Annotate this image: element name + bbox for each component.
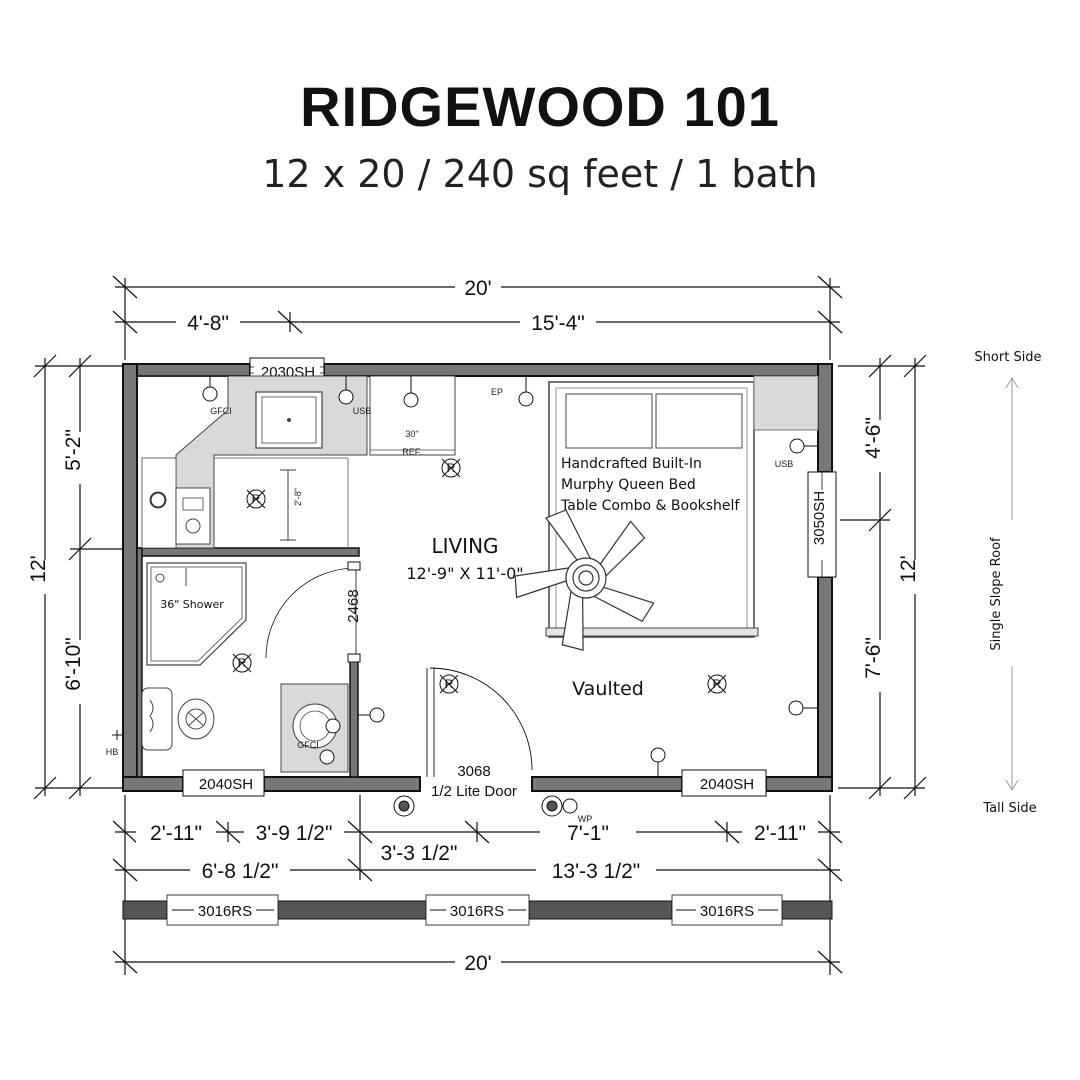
hb-label: HB [106,747,119,757]
dim-bottom-7: 13'-3 1/2" [552,860,641,883]
roof-tall-side: Tall Side [982,801,1036,816]
recessed-light-icon [441,458,461,478]
exterior-light-icon [541,795,563,817]
living-room-size: 12'-9" X 11'-0" [406,564,523,583]
roof-short-side: Short Side [974,350,1041,365]
outlet-icon [358,707,385,723]
dim-bottom-5: 2'-11" [754,822,806,845]
dim-top-right: 15'-4" [531,312,585,335]
pillow-left [565,393,653,449]
recessed-lights [232,458,727,694]
rear-window-1-label: 3016RS [198,903,252,920]
exterior-walls [122,363,833,792]
dim-left-top: 5'-2" [62,429,85,471]
dim-top-total: 20' [464,277,491,300]
dim-right-bottom: 7'-6" [862,637,885,679]
vaulted-label: Vaulted [572,678,644,700]
pillow-right [655,393,743,449]
plan-title: RIDGEWOOD 101 [300,75,780,138]
exterior-light-icon [562,798,578,814]
recessed-light-letter: R [447,461,456,475]
bathroom: 36" Shower GFCI 2468 [141,561,362,773]
living-room-name: LIVING [431,534,498,558]
recessed-light-icon [232,653,252,673]
bath-door-swing [265,567,357,659]
outlet-icon [788,700,818,716]
exterior-light-icon [393,795,415,817]
window-bottom-left-label: 2040SH [199,776,253,793]
bed-line-3: Table Combo & Bookshelf [560,498,740,514]
wp-label: WP [578,814,593,824]
dim-left-bottom: 6'-10" [62,637,85,691]
recessed-light-letter: R [252,492,261,506]
dim-bottom-2: 3'-9 1/2" [256,822,333,845]
window-right-label: 3050SH [811,491,828,545]
ceiling-fan-icon [514,509,655,651]
bath-door-label: 2468 [345,589,362,622]
recessed-light-letter: R [445,677,454,691]
dim-bottom-4: 7'-1" [567,822,609,845]
hose-bib-icon [112,730,122,740]
fridge-size: 30" [405,429,418,439]
outlet-icon [650,747,666,777]
toilet-tank [141,687,173,751]
outlet-icon [319,749,335,765]
outlet-icon [403,376,419,408]
bed-line-2: Murphy Queen Bed [561,477,696,493]
outlet-icon [325,718,341,734]
roof-slope-label: Single Slope Roof [989,537,1004,651]
dim-bottom-1: 2'-11" [150,822,202,845]
fridge-label: REF. [402,447,422,457]
kitchen: 30" REF. 2'-8" [137,375,456,549]
dim-top-left: 4'-8" [187,312,229,335]
outlet-icon [518,376,534,407]
outlet-icon [150,492,166,508]
roof-slope-indicator [1000,377,1024,791]
kitchen-gfci: GFCI [210,406,232,416]
dim-bottom-total: 20' [464,952,491,975]
window-bottom-left: 2040SH [182,769,265,797]
bed-line-1: Handcrafted Built-In [561,456,702,472]
exterior-lights [393,795,578,817]
rear-wall-strip: 3016RS 3016RS 3016RS [122,894,833,926]
plan-subtitle: 12 x 20 / 240 sq feet / 1 bath [262,152,818,196]
entry-door-swing [429,667,533,771]
outlet-icon [202,376,218,402]
dim-left-total: 12' [27,555,50,582]
door-code: 3068 [457,763,490,780]
range [175,487,211,545]
outlet-icon [338,376,354,405]
rear-window-3-label: 3016RS [700,903,754,920]
kitchen-usb: USB [353,406,372,416]
recessed-light-icon [439,674,459,694]
recessed-light-icon [707,674,727,694]
door-description: 1/2 Lite Door [431,783,517,800]
bath-gfci: GFCI [297,740,319,750]
interior-walls [136,547,360,778]
hall-width: 2'-8" [293,488,303,506]
entry-door: 3068 1/2 Lite Door [423,667,533,800]
recessed-light-letter: R [238,656,247,670]
shower [146,562,247,666]
rear-window-2-label: 3016RS [450,903,504,920]
recessed-light-icon [246,489,266,509]
refrigerator [369,375,456,456]
recessed-light-letter: R [713,677,722,691]
outlet-icon [789,438,818,454]
window-right: 3050SH [807,471,837,578]
bed-usb: USB [775,459,794,469]
ep-label: EP [491,387,503,397]
window-bottom-right-label: 2040SH [700,776,754,793]
shower-label: 36" Shower [160,598,224,611]
outlet-icon [149,491,167,509]
window-bottom-right: 2040SH [681,769,767,797]
dim-bottom-3: 3'-3 1/2" [381,842,458,865]
dim-right-total: 12' [897,555,920,582]
dim-right-top: 4'-6" [862,417,885,459]
dim-bottom-6: 6'-8 1/2" [202,860,279,883]
outlets [150,376,818,777]
